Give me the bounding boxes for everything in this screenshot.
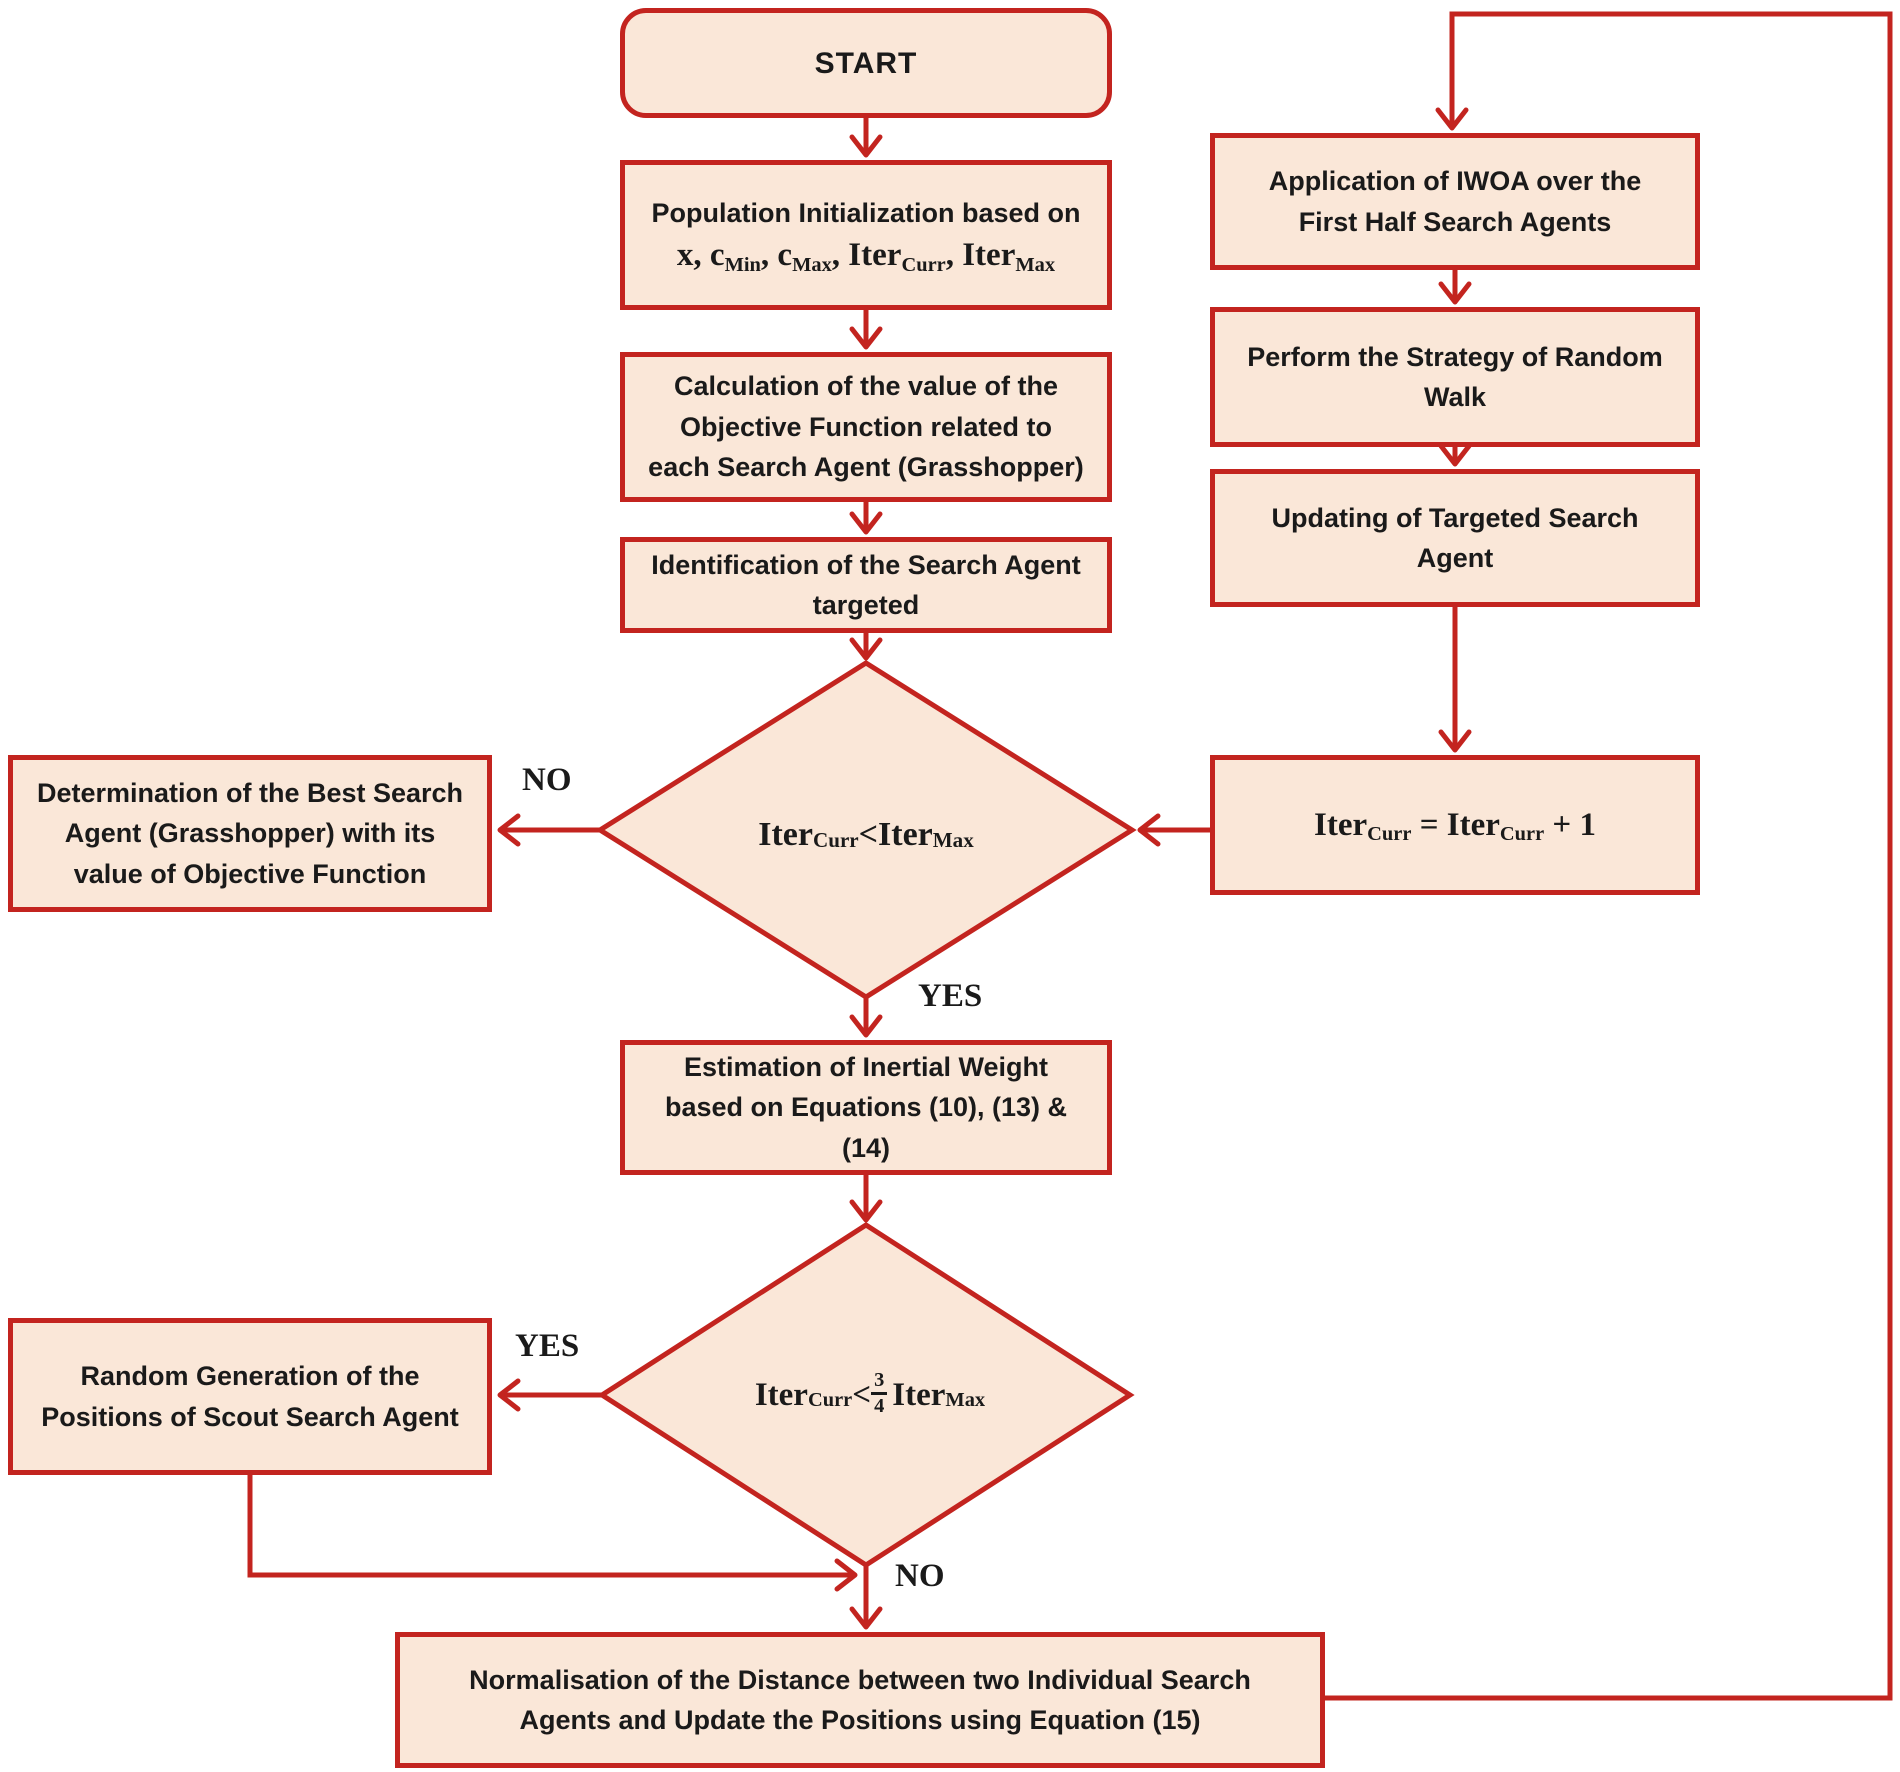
arrowhead-decision2-no [849,1606,883,1630]
calc-objective-node: Calculation of the value of the Objectiv… [620,352,1112,502]
identify-agent-node: Identification of the Search Agent targe… [620,537,1112,633]
estimate-inertial-node: Estimation of Inertial Weight based on E… [620,1040,1112,1175]
start-label: START [814,46,918,80]
population-init-params: x, cMin, cMax, IterCurr, IterMax [676,236,1056,276]
updating-target-label: Updating of Targeted Search Agent [1271,502,1639,574]
iter-increment-label: IterCurr = IterCurr + 1 [1314,806,1596,846]
determine-best-node: Determination of the Best Search Agent (… [8,755,492,912]
arrowhead-iterincrement-to-decision1 [1137,813,1161,847]
elbow-scout-to-normalisation [247,1475,852,1578]
updating-target-node: Updating of Targeted Search Agent [1210,469,1700,607]
branch-label-yes-1: YES [918,978,983,1014]
normalisation-node: Normalisation of the Distance between tw… [395,1632,1325,1768]
arrowhead-randomwalk-to-updating [1438,443,1472,467]
arrowhead-identification-to-decision1 [849,637,883,661]
random-walk-label: Perform the Strategy of Random Walk [1247,341,1663,413]
calc-objective-label: Calculation of the value of the Objectiv… [648,371,1084,483]
arrowhead-updating-to-iterincrement [1438,729,1472,753]
arrowhead-scout-to-normalisation [834,1558,858,1592]
population-init-node: Population Initialization based on x, cM… [620,160,1112,310]
random-walk-node: Perform the Strategy of Random Walk [1210,307,1700,447]
arrowhead-decision1-no [497,813,521,847]
start-node: START [620,8,1112,118]
arrowhead-calculation-to-identification [849,511,883,535]
loop-normalisation-to-application [1325,11,1893,1701]
branch-label-no-2: NO [895,1558,945,1594]
random-scout-node: Random Generation of the Positions of Sc… [8,1318,492,1475]
determine-best-label: Determination of the Best Search Agent (… [36,777,464,889]
arrowhead-start-to-population [849,134,883,158]
arrowhead-population-to-calculation [849,326,883,350]
normalisation-label: Normalisation of the Distance between tw… [469,1664,1251,1736]
arrowhead-decision1-yes [849,1014,883,1038]
arrowhead-estimation-to-decision2 [849,1199,883,1223]
population-init-label: Population Initialization based on [651,198,1081,229]
application-iwoa-label: Application of IWOA over the First Half … [1268,166,1642,237]
iter-increment-node: IterCurr = IterCurr + 1 [1210,755,1700,895]
arrowhead-decision2-yes [497,1378,521,1412]
arrowhead-application-to-randomwalk [1438,281,1472,305]
identify-agent-label: Identification of the Search Agent targe… [651,549,1081,621]
application-iwoa-node: Application of IWOA over the First Half … [1210,133,1700,270]
estimate-inertial-label: Estimation of Inertial Weight based on E… [664,1051,1068,1163]
branch-label-yes-2: YES [515,1328,580,1364]
branch-label-no-1: NO [522,762,572,798]
arrowhead-loop-to-application [1435,107,1469,131]
random-scout-label: Random Generation of the Positions of Sc… [41,1361,459,1432]
